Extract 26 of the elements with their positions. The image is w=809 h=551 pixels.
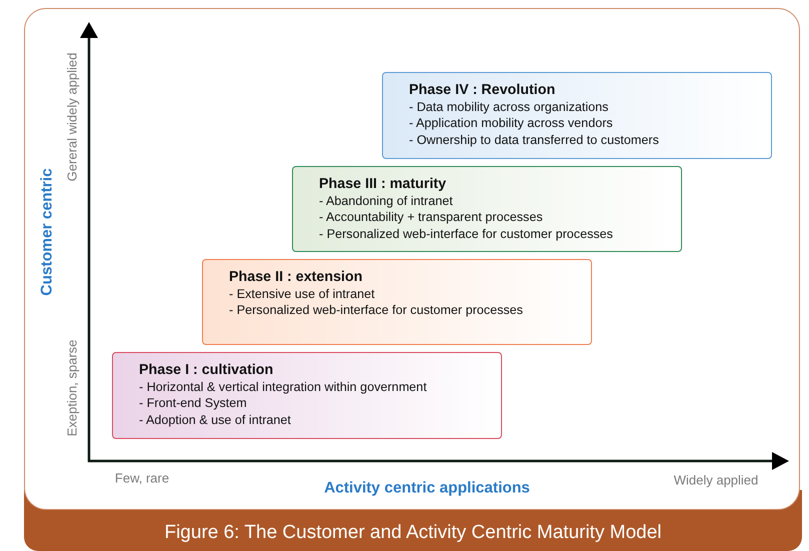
bullet-item: - Ownership to data transferred to customers	[409, 132, 660, 148]
phase-heading: Phase II : extension	[229, 269, 364, 286]
phase-box	[292, 166, 682, 252]
bullet-item: - Extensive use of intranet	[229, 286, 376, 302]
phase-heading: Phase I : cultivation	[139, 362, 274, 379]
phase-box	[382, 72, 772, 159]
phase-heading: Phase IV : Revolution	[409, 82, 556, 99]
bullet-item: - Accountability + transparent processes	[319, 209, 544, 226]
y-axis-low-label: Exeption, sparse	[66, 340, 78, 436]
x-axis-title: Activity centric applications	[324, 480, 530, 496]
y-axis-title: Customer centric	[39, 168, 55, 296]
bullet-item: - Data mobility across organizations	[409, 99, 610, 116]
bullet-item: - Application mobility across vendors	[409, 115, 614, 132]
bullet-item: - Personalized web-interface for customer processes	[229, 302, 524, 319]
bullet-item: - Horizontal & vertical integration within government	[139, 379, 428, 396]
bullet-item: - Personalized web-interface for customer processes	[319, 226, 614, 242]
phase-heading: Phase III : maturity	[319, 176, 448, 193]
phase-box	[202, 259, 592, 345]
x-axis-high-label: Widely applied	[674, 474, 758, 486]
bullet-item: - Abandoning of intranet	[319, 193, 454, 210]
figure-caption: Figure 6: The Customer and Activity Centric Maturity Model	[164, 522, 662, 544]
y-axis-high-label: Gereral widely applied	[66, 52, 78, 182]
bullet-item: - Front-end System	[139, 395, 248, 412]
bullet-item: - Adoption & use of intranet	[139, 412, 292, 428]
x-axis-low-label: Few, rare	[114, 472, 170, 484]
phase-box	[112, 352, 502, 439]
